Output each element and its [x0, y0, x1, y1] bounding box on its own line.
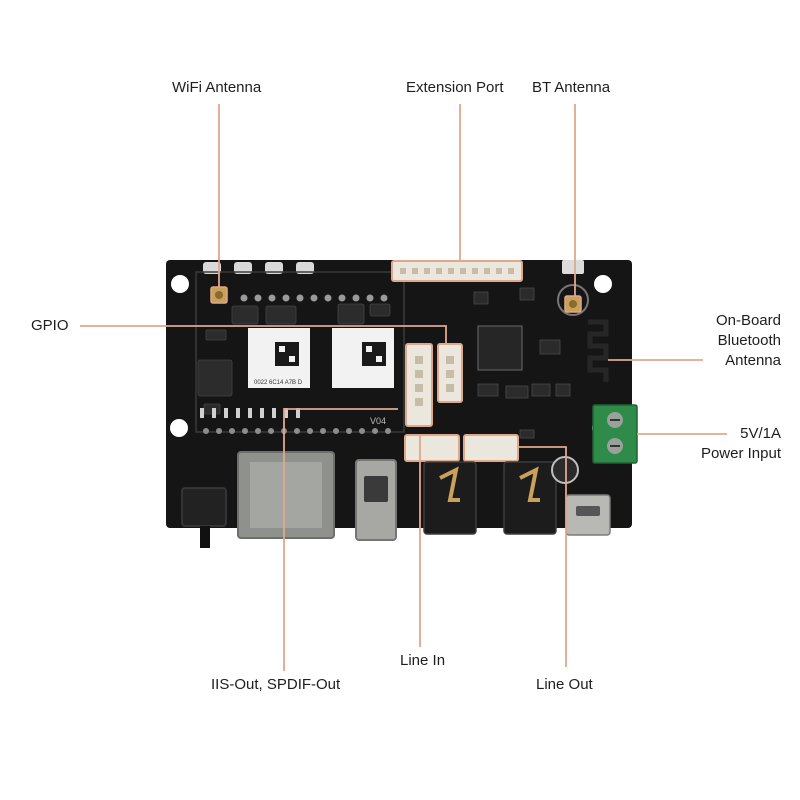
- module-code-text: 0022 6C14 A7B D: [254, 380, 303, 386]
- mount-hole-top-left: [171, 275, 189, 293]
- callout-line-out: [518, 446, 567, 667]
- main-ic: [477, 325, 523, 371]
- label-power-line2: Power Input: [700, 445, 781, 462]
- pcb-bt-antenna: [587, 319, 609, 382]
- label-iis-spdif-out: IIS-Out, SPDIF-Out: [211, 676, 341, 693]
- push-button-stem: [200, 526, 210, 548]
- label-power-line1: 5V/1A: [740, 425, 781, 442]
- misc-smd: [473, 287, 571, 439]
- label-onboard-bt-line2: Bluetooth: [717, 332, 781, 349]
- capacitor: [551, 456, 579, 484]
- callout-lines: [80, 104, 727, 671]
- label-gpio: GPIO: [31, 317, 69, 334]
- label-wifi-antenna: WiFi Antenna: [172, 79, 262, 96]
- line-connector-1: [404, 434, 460, 462]
- bt-antenna-mount: [557, 284, 589, 316]
- wifi-module-outline: [195, 271, 405, 433]
- label-onboard-bt-line1: On-Board: [715, 312, 781, 329]
- module-label-1: [248, 328, 310, 388]
- revision-text: V04: [370, 416, 386, 426]
- mount-hole-mid-left: [170, 419, 188, 437]
- gpio-pins-row: [200, 408, 300, 418]
- module-label-2: [332, 328, 394, 388]
- push-button-body: [181, 487, 227, 527]
- header-pins-bottom: [203, 428, 391, 434]
- callout-gpio: [80, 325, 447, 344]
- mount-hole-top-right: [594, 275, 612, 293]
- header-pins-top: [240, 294, 388, 302]
- callout-iis-spdif: [283, 408, 398, 671]
- top-leds: [203, 262, 314, 274]
- label-bt-antenna: BT Antenna: [532, 79, 611, 96]
- label-line-in: Line In: [400, 652, 446, 669]
- line-connector-2: [463, 434, 519, 462]
- label-onboard-bt-line3: Antenna: [725, 352, 781, 369]
- label-extension-port: Extension Port: [406, 79, 504, 96]
- extension-port-connector: [391, 260, 523, 282]
- label-power-input: 5V/1A Power Input: [701, 424, 781, 464]
- label-onboard-bt-antenna: On-Board Bluetooth Antenna: [716, 311, 781, 371]
- label-line-out: Line Out: [536, 676, 593, 693]
- smd-components: [197, 303, 391, 415]
